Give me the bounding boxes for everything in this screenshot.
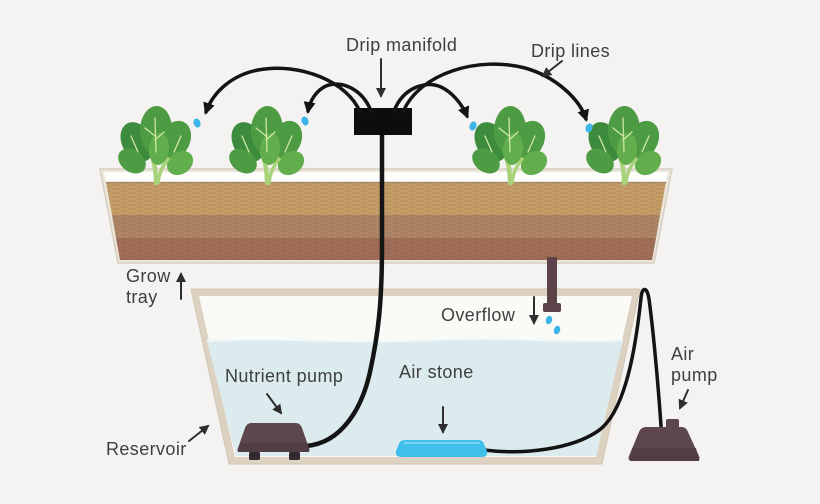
air-tube (482, 287, 663, 454)
air-pump-base (630, 448, 699, 461)
nutrient-pump (237, 423, 310, 460)
nutrient-pump-foot (249, 452, 260, 460)
label-arrows (176, 58, 689, 442)
air-pump (628, 419, 700, 461)
reservoir-label: Reservoir (106, 439, 187, 459)
emitter-drop (469, 121, 477, 131)
overflow-pipe-cap (543, 303, 561, 312)
grow-tray-label: Grow tray (126, 266, 171, 307)
air-stone (395, 440, 488, 457)
drip-line-4 (401, 62, 590, 122)
air-stone-label: Air stone (399, 362, 474, 382)
emitter-drop (193, 118, 201, 128)
grow-tray-inner-strip (104, 172, 668, 182)
reservoir-water (207, 338, 623, 456)
drip-line-1 (203, 66, 362, 115)
overflow-label: Overflow (441, 305, 516, 325)
water-surface (206, 337, 624, 343)
drip-line-2 (303, 82, 373, 114)
reservoir-arrow (188, 424, 210, 442)
emitter-drop (585, 123, 593, 133)
overflow-pipe (547, 257, 557, 307)
emitter-drop (301, 116, 309, 126)
nutrient-feed-tube (303, 130, 385, 449)
air-pump-label: Air pump (671, 344, 718, 385)
drip-line-3 (392, 82, 470, 119)
air-pump-arrow (678, 389, 689, 410)
drip-manifold-label: Drip manifold (346, 35, 458, 55)
nutrient-pump-arrow (266, 393, 283, 415)
drip-lines-arrow (541, 60, 563, 78)
nutrient-pump-label: Nutrient pump (225, 366, 344, 386)
water-drop (553, 325, 561, 335)
nutrient-pump-foot (289, 452, 300, 460)
overflow-assembly (543, 257, 561, 335)
air-pump-nub (666, 419, 679, 428)
water-drop (545, 315, 553, 325)
drip-emitters (193, 116, 593, 133)
air-stone-body (395, 440, 488, 457)
drip-lines-label: Drip lines (531, 41, 611, 61)
drip-lines (203, 62, 590, 122)
soil-texture (106, 182, 666, 260)
reservoir (190, 288, 641, 465)
nutrient-pump-base (238, 443, 309, 452)
grow-tray (99, 168, 673, 264)
